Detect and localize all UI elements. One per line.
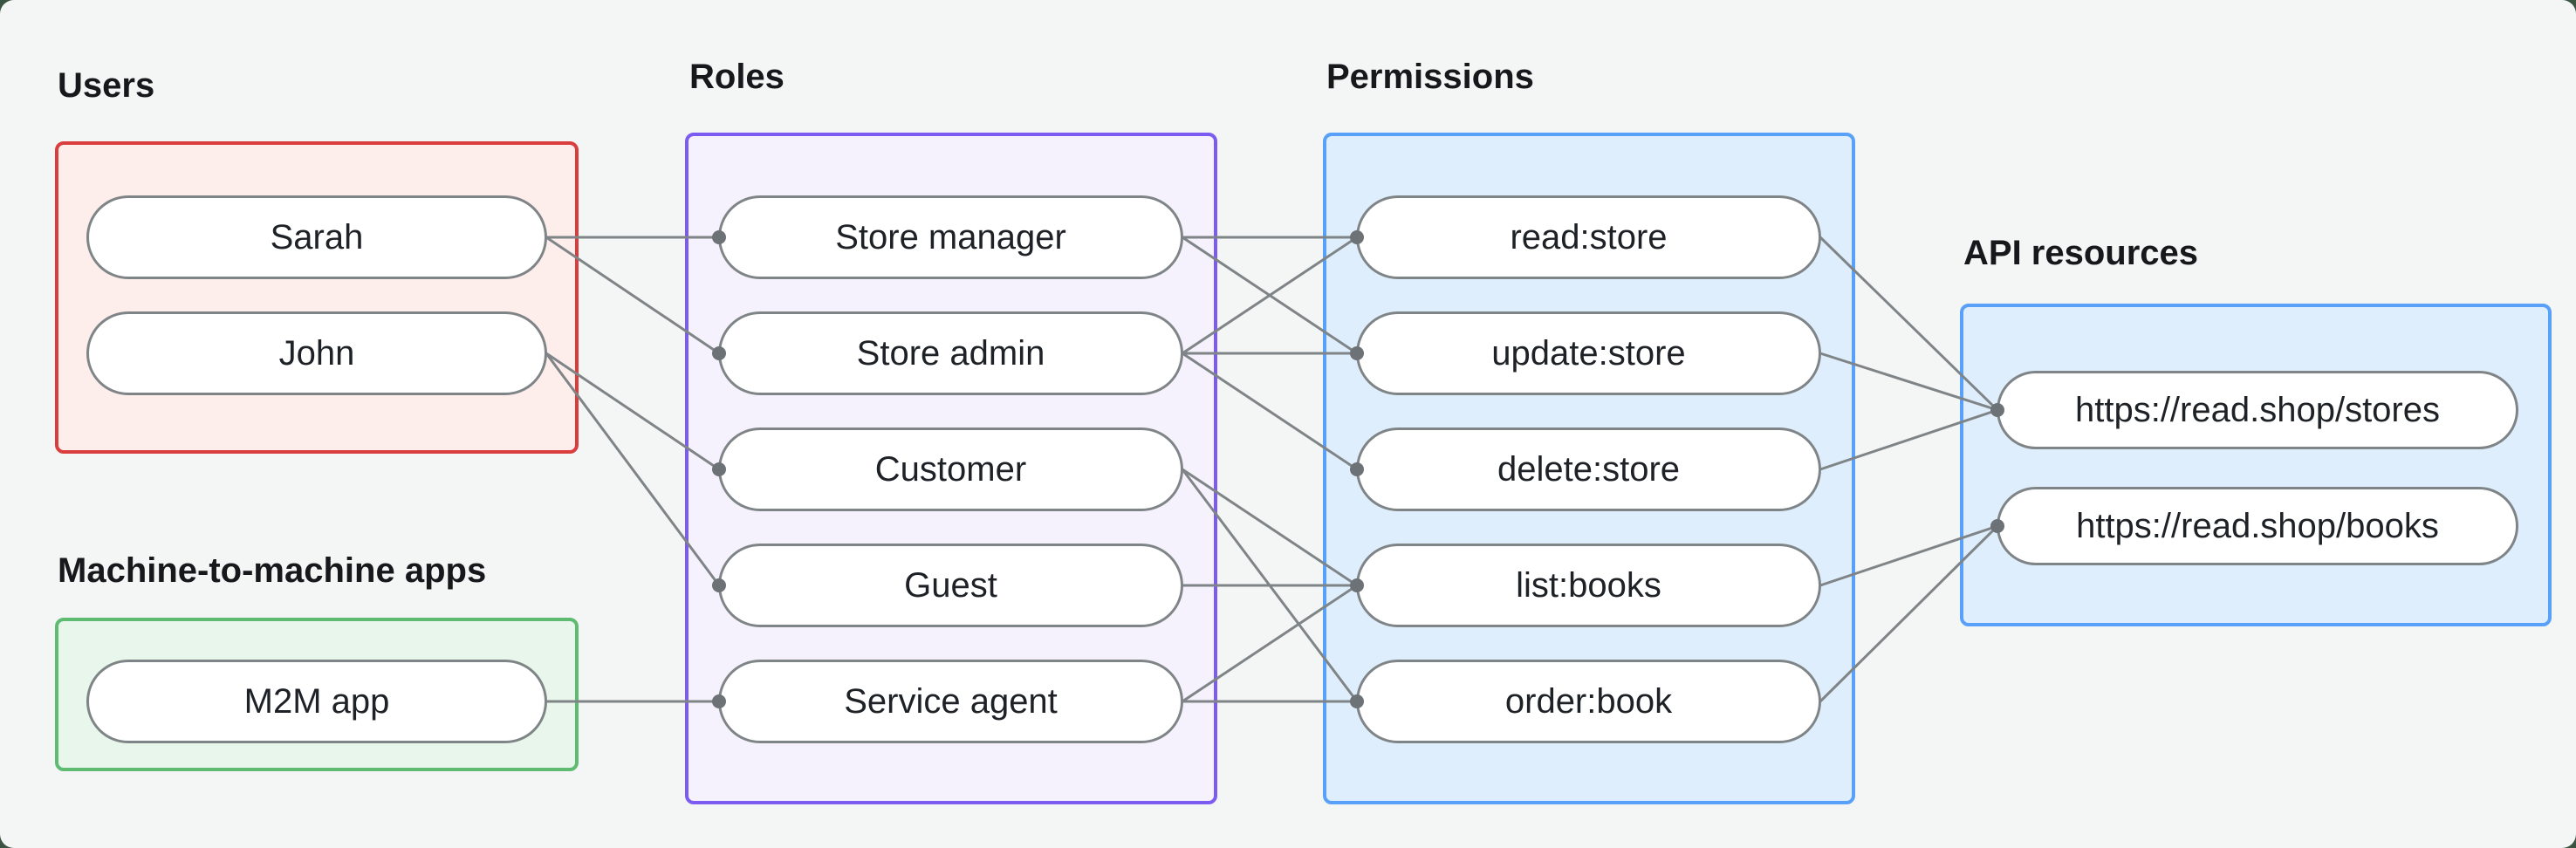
node-role-store-manager: Store manager — [718, 195, 1183, 279]
node-api-resource-stores: https://read.shop/stores — [1997, 371, 2518, 449]
users-group-box — [55, 141, 579, 454]
node-m2m-app: M2M app — [86, 660, 547, 743]
node-role-customer: Customer — [718, 427, 1183, 511]
api-resources-group-label: API resources — [1963, 234, 2199, 272]
roles-group-label: Roles — [689, 58, 784, 96]
node-user-john: John — [86, 311, 547, 395]
node-role-service-agent: Service agent — [718, 660, 1183, 743]
node-role-guest: Guest — [718, 544, 1183, 627]
node-permission-update-store: update:store — [1356, 311, 1821, 395]
node-role-store-admin: Store admin — [718, 311, 1183, 395]
api-resources-group-box — [1960, 304, 2552, 626]
node-permission-read-store: read:store — [1356, 195, 1821, 279]
users-group-label: Users — [58, 66, 155, 105]
permissions-group-label: Permissions — [1326, 58, 1534, 96]
node-api-resource-books: https://read.shop/books — [1997, 487, 2518, 565]
m2m-group-label: Machine-to-machine apps — [58, 551, 487, 590]
node-permission-delete-store: delete:store — [1356, 427, 1821, 511]
node-permission-list-books: list:books — [1356, 544, 1821, 627]
node-permission-order-book: order:book — [1356, 660, 1821, 743]
node-user-sarah: Sarah — [86, 195, 547, 279]
